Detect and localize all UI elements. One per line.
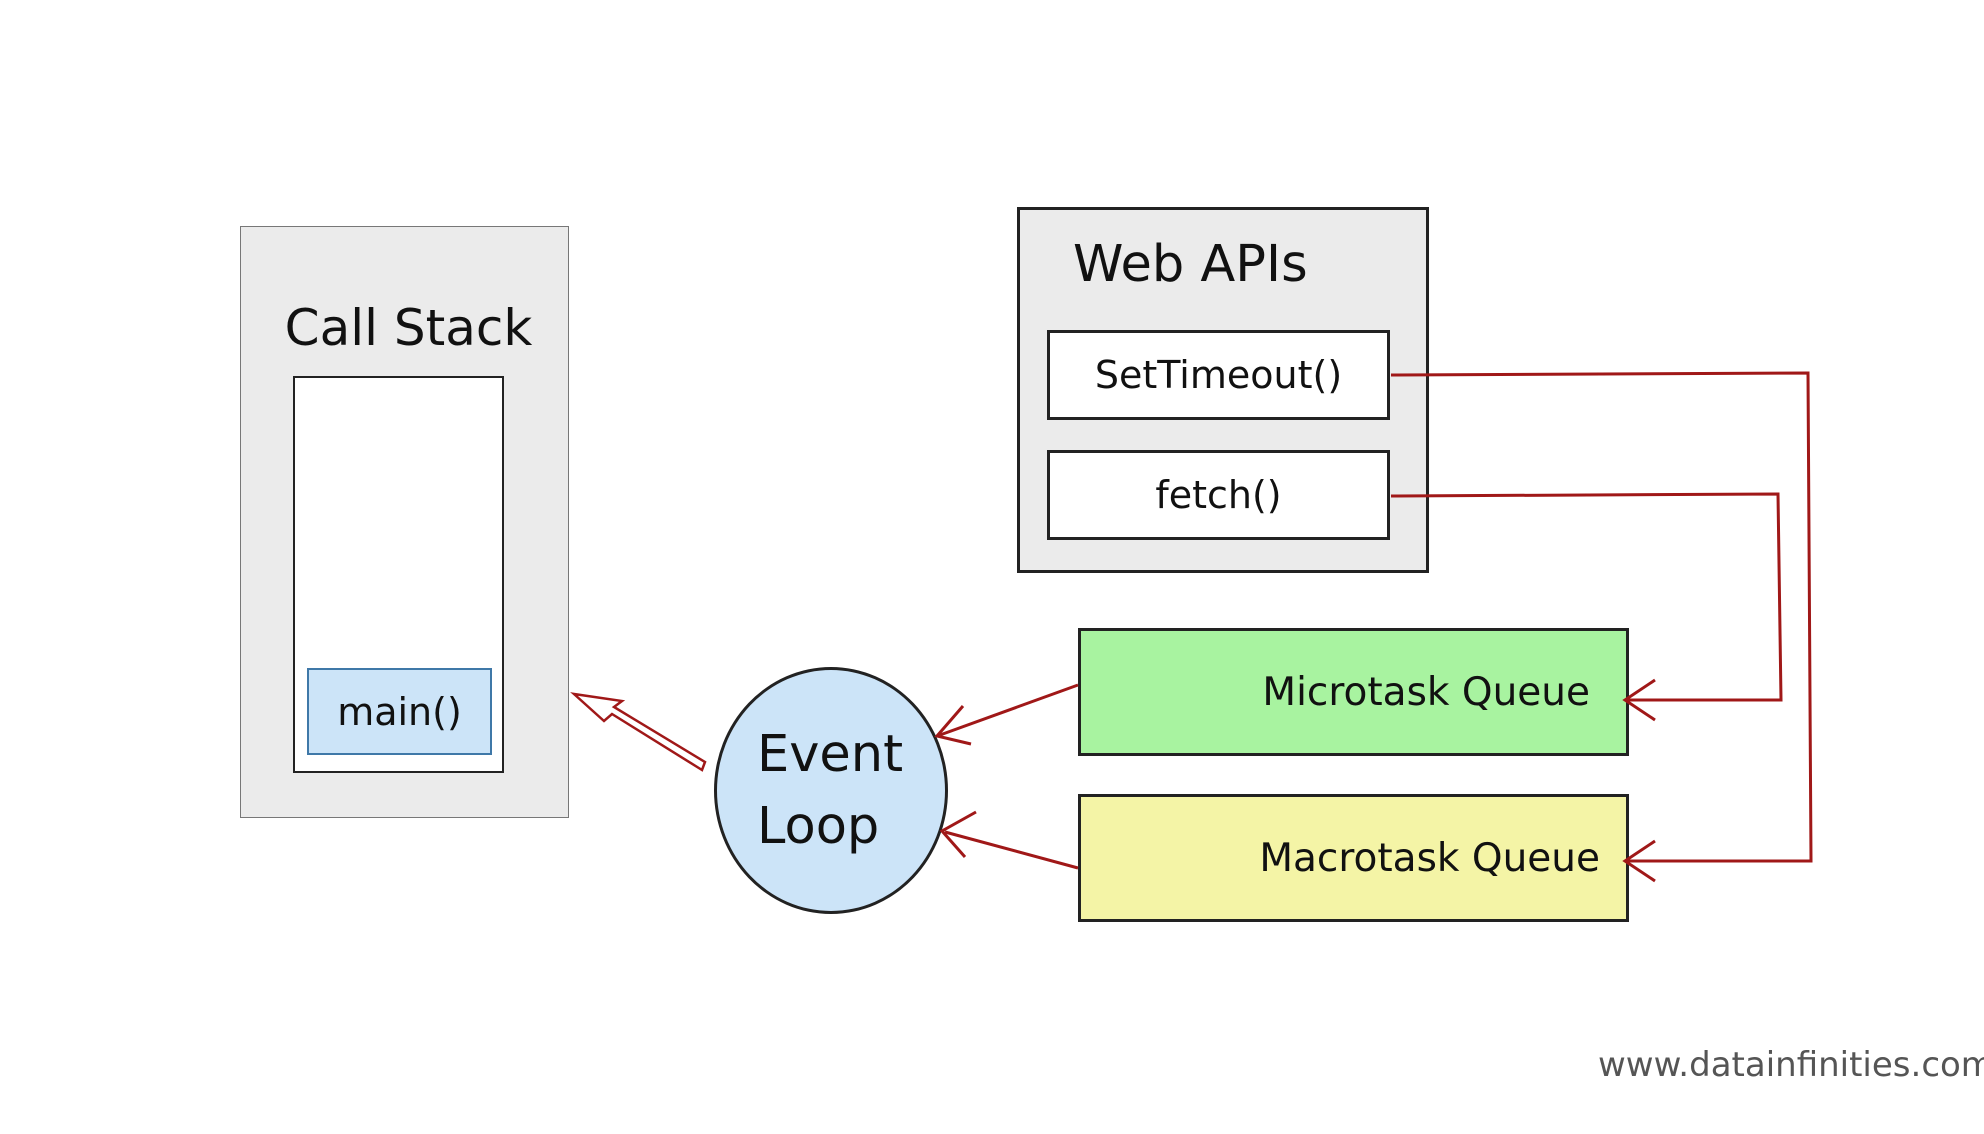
macrotask-queue: Macrotask Queue [1078, 794, 1629, 922]
microtask-queue: Microtask Queue [1078, 628, 1629, 756]
call-stack-frames: main() [293, 376, 504, 773]
call-stack-panel: Call Stack main() [240, 226, 569, 818]
connector-macrotask-to-event-loop [944, 830, 1079, 870]
arrowhead-macrotask-icon [1622, 839, 1656, 883]
event-loop-label-line2: Loop [757, 796, 880, 856]
web-api-fetch: fetch() [1047, 450, 1390, 540]
stack-frame-main: main() [307, 668, 492, 755]
hollow-arrow-to-call-stack-icon [570, 692, 707, 772]
connector-microtask-to-event-loop [939, 683, 1079, 737]
web-apis-panel: Web APIs SetTimeout() fetch() [1017, 207, 1429, 573]
web-api-settimeout: SetTimeout() [1047, 330, 1390, 420]
event-loop-label-line1: Event [757, 724, 904, 784]
connector-settimeout-to-macrotask [1390, 371, 1813, 863]
watermark: www.datainfinities.com [1598, 1045, 1984, 1085]
call-stack-title: Call Stack [284, 299, 533, 357]
event-loop-circle: Event Loop [714, 667, 948, 914]
arrowhead-event-loop-bottom-icon [939, 810, 977, 858]
arrowhead-microtask-icon [1622, 678, 1656, 722]
web-apis-title: Web APIs [1073, 235, 1308, 294]
